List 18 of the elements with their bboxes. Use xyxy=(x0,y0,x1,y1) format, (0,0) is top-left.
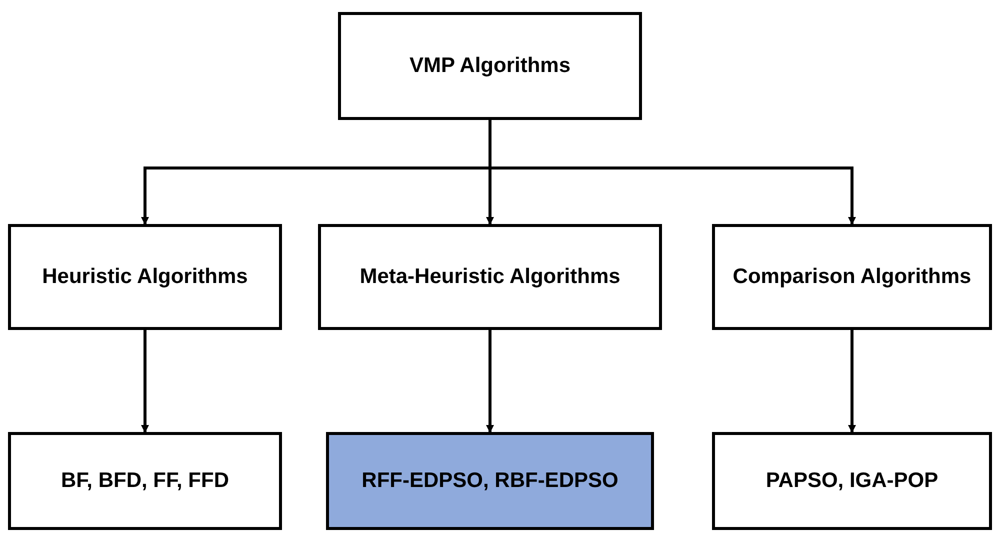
process-box xyxy=(326,432,654,530)
box-label: Comparison Algorithms xyxy=(732,264,972,290)
process-box xyxy=(338,12,642,120)
arrow xyxy=(848,330,856,433)
arrow xyxy=(488,120,856,225)
process-box xyxy=(8,224,282,330)
process-box xyxy=(712,432,992,530)
arrow xyxy=(141,330,149,433)
box-label: VMP Algorithms xyxy=(409,52,571,79)
box-label: BF, BFD, FF, FFD xyxy=(61,468,229,494)
process-box xyxy=(712,224,992,330)
box-label: PAPSO, IGA-POP xyxy=(766,468,938,494)
process-box xyxy=(318,224,662,330)
box-label: RFF-EDPSO, RBF-EDPSO xyxy=(362,468,618,494)
box-label: Heuristic Algorithms xyxy=(42,264,248,290)
process-box xyxy=(8,432,282,530)
arrow xyxy=(486,330,494,433)
box-label: Meta-Heuristic Algorithms xyxy=(360,264,620,290)
